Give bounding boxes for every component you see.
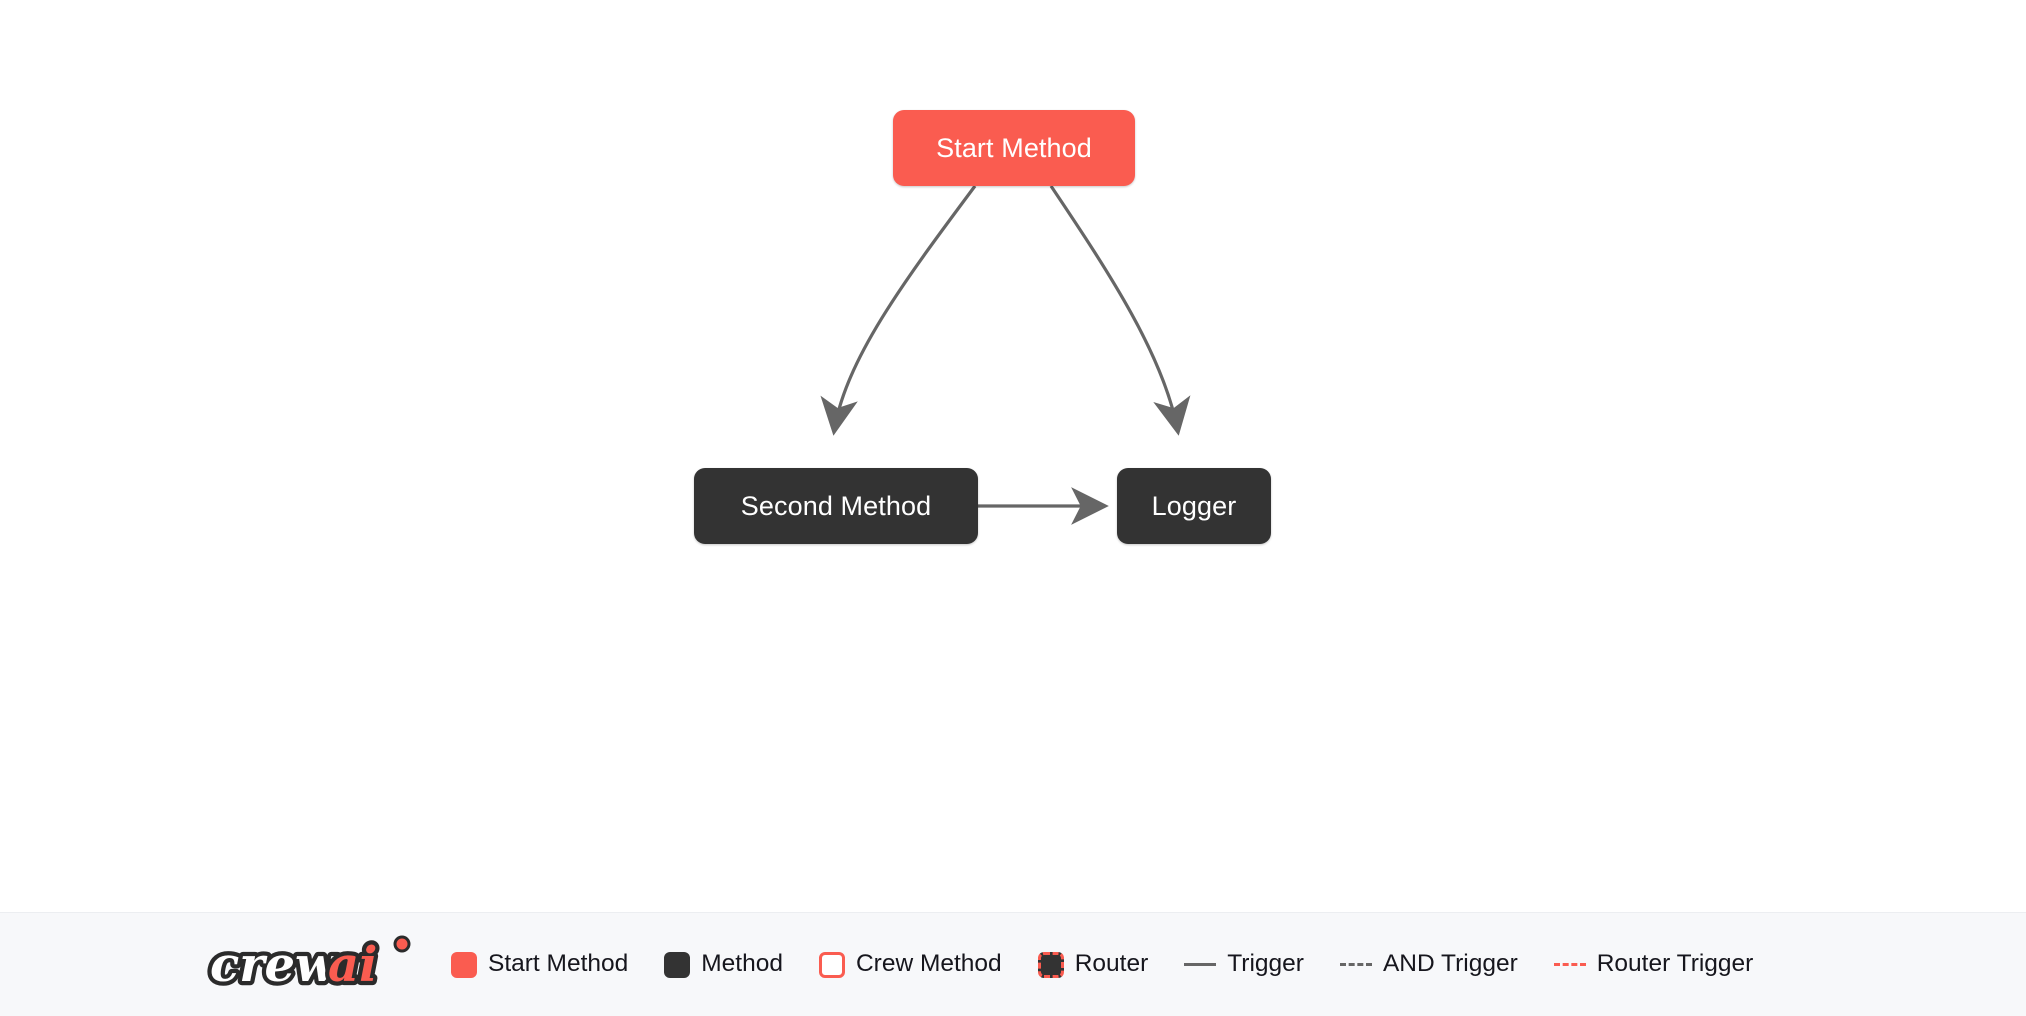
legend-item-label: Start Method [488, 950, 629, 978]
legend-item-label: Router [1074, 950, 1149, 978]
legend-item-label: AND Trigger [1382, 950, 1518, 978]
legend-items: Start Method Method Crew Method Router T… [451, 950, 1754, 978]
legend-item-label: Trigger [1227, 950, 1304, 978]
edge-start-to-second [820, 185, 977, 436]
and-trigger-line-icon [1339, 963, 1372, 966]
legend-item-start-method[interactable]: Start Method [451, 950, 629, 978]
legend-item-and-trigger[interactable]: AND Trigger [1339, 950, 1518, 978]
flow-canvas[interactable]: Start Method Second Method Logger [0, 0, 2026, 912]
router-swatch-icon [1037, 951, 1064, 978]
legend-item-label: Method [701, 950, 783, 978]
legend-item-method[interactable]: Method [664, 950, 783, 978]
svg-text:crew: crew [210, 937, 338, 993]
svg-text:ai: ai [328, 937, 377, 993]
svg-text:crew: crew [210, 937, 338, 993]
legend-item-router-trigger[interactable]: Router Trigger [1553, 950, 1754, 978]
method-swatch-icon [664, 951, 691, 978]
flow-node-label: Start Method [936, 132, 1092, 163]
flow-node-start-method[interactable]: Start Method [893, 110, 1135, 186]
legend-item-router[interactable]: Router [1037, 950, 1149, 978]
crewai-logo: crew crew ai ai [206, 933, 411, 997]
legend-item-crew-method[interactable]: Crew Method [818, 950, 1002, 978]
flow-node-logger[interactable]: Logger [1117, 468, 1271, 544]
trigger-line-icon [1184, 963, 1217, 966]
legend-item-trigger[interactable]: Trigger [1184, 952, 1304, 977]
flow-node-label: Logger [1151, 490, 1237, 521]
svg-text:ai: ai [328, 937, 377, 993]
crew-method-swatch-icon [818, 951, 845, 978]
router-trigger-line-icon [1553, 963, 1586, 966]
legend-bar: crew crew ai ai Start Method Method Crew… [0, 912, 2026, 1016]
start-method-swatch-icon [451, 951, 477, 978]
flow-node-second-method[interactable]: Second Method [694, 468, 978, 544]
flow-node-label: Second Method [740, 490, 932, 521]
legend-item-label: Router Trigger [1596, 950, 1754, 978]
legend-item-label: Crew Method [855, 950, 1002, 978]
edge-start-to-logger [1049, 185, 1191, 436]
